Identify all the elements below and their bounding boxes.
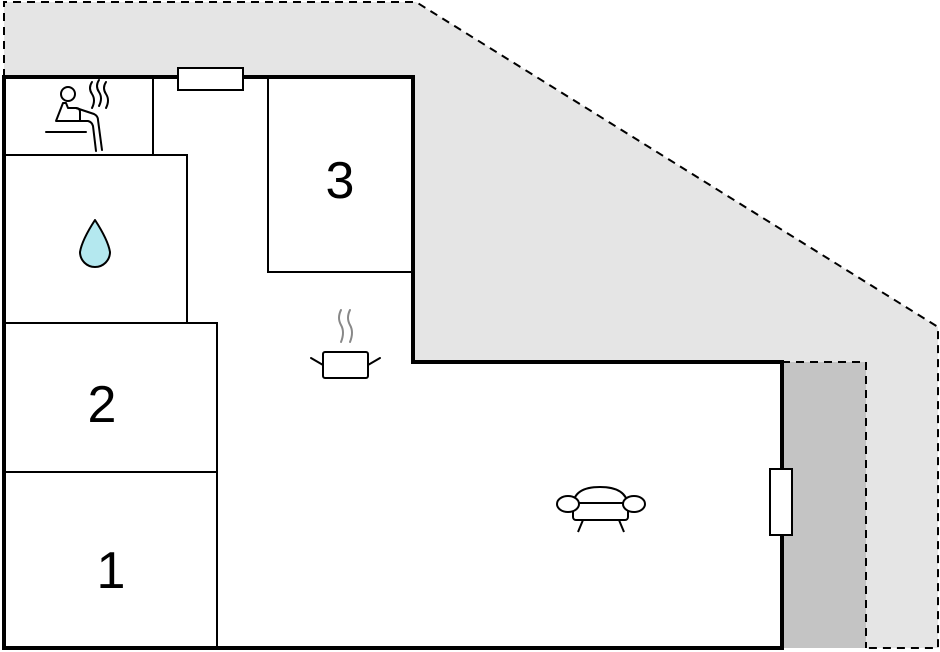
interior-walls <box>4 77 413 648</box>
room-label-2: 2 <box>88 376 117 434</box>
cooking-pot-icon <box>310 309 381 379</box>
room-label-3: 3 <box>326 152 355 210</box>
covered-terrace <box>782 362 866 648</box>
exterior-walls <box>2 75 784 650</box>
sofa-icon <box>556 486 646 533</box>
water-drop-icon <box>79 219 111 268</box>
room-label-1: 1 <box>97 542 126 600</box>
sauna-icon <box>45 79 109 152</box>
terrace-area <box>4 2 938 648</box>
window-right <box>769 468 793 536</box>
covered-terrace-outline <box>782 361 867 648</box>
terrace-outline <box>3 1 939 649</box>
window-top <box>177 67 244 91</box>
